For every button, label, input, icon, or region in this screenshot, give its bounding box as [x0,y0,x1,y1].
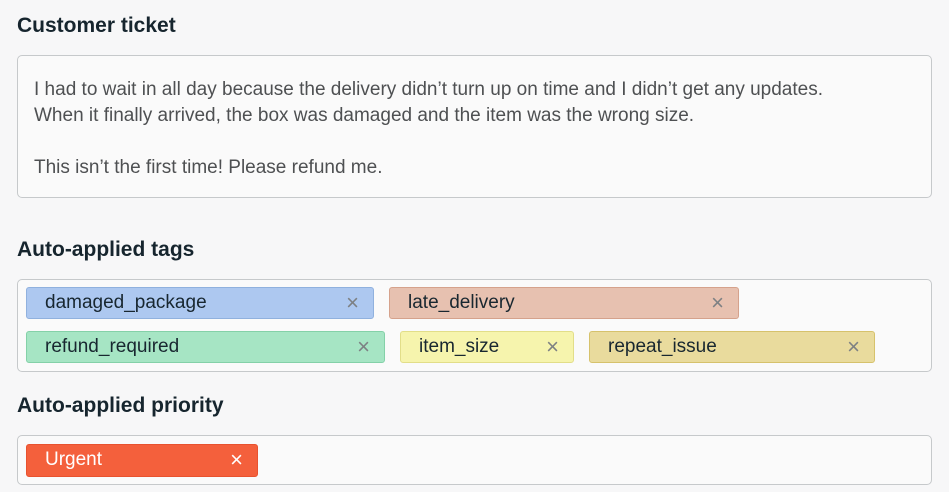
auto-applied-priority-panel: Urgent × [17,435,932,485]
tag-label: damaged_package [45,292,207,313]
tag-label: late_delivery [408,292,515,313]
remove-tag-icon[interactable]: × [546,334,559,359]
remove-priority-icon[interactable]: × [230,447,243,472]
tag-urgent: Urgent × [26,443,258,477]
tag-label: repeat_issue [608,336,717,357]
tag-refund-required: refund_required × [26,331,385,363]
tag-label: item_size [419,336,500,357]
tag-damaged-package: damaged_package × [26,287,374,319]
auto-applied-tags-title: Auto-applied tags [17,238,195,261]
remove-tag-icon[interactable]: × [357,334,370,359]
tag-label: Urgent [45,449,103,470]
remove-tag-icon[interactable]: × [346,290,359,315]
tag-label: refund_required [45,336,180,357]
customer-ticket-title: Customer ticket [17,14,176,37]
auto-applied-priority-title: Auto-applied priority [17,394,224,417]
customer-ticket-text: I had to wait in all day because the del… [34,79,824,178]
auto-applied-tags-panel: damaged_package × late_delivery × refund… [17,279,932,372]
tag-item-size: item_size × [400,331,574,363]
remove-tag-icon[interactable]: × [711,290,724,315]
tag-late-delivery: late_delivery × [389,287,739,319]
tag-repeat-issue: repeat_issue × [589,331,875,363]
remove-tag-icon[interactable]: × [847,334,860,359]
customer-ticket-panel: I had to wait in all day because the del… [17,55,932,198]
